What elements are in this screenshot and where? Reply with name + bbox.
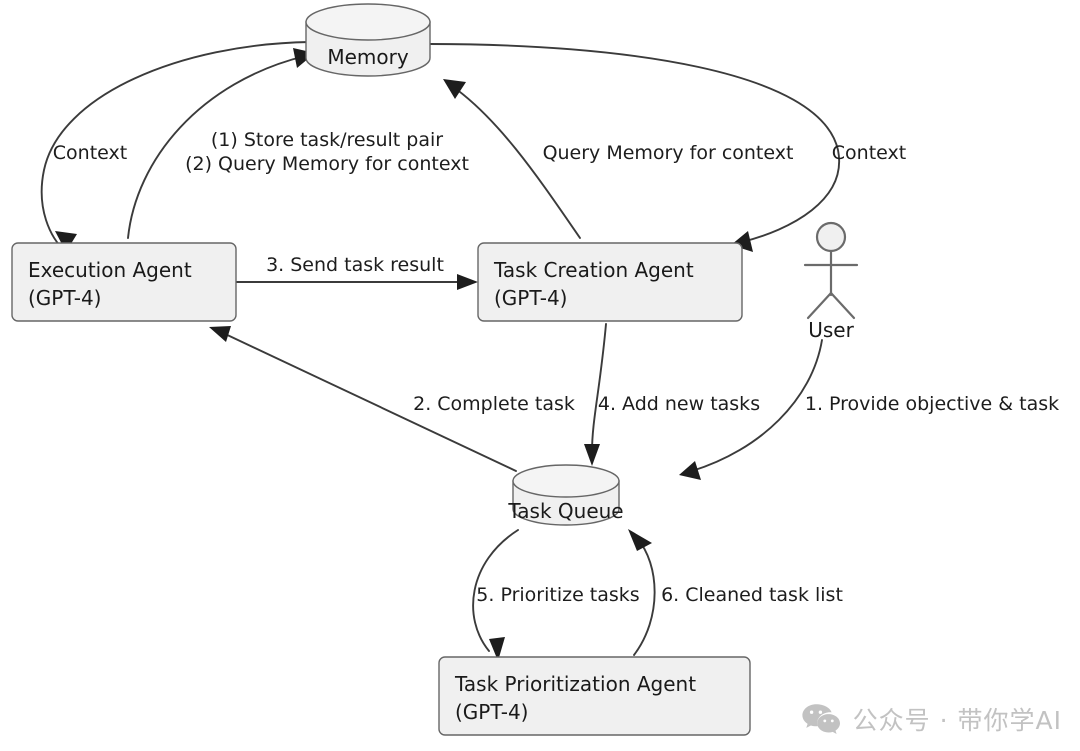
edge-memory-to-creation-path — [429, 43, 841, 243]
node-task-prioritization-agent-box — [438, 656, 751, 736]
edge-prioritization-to-queue-path — [633, 537, 656, 656]
edge-execution-to-creation — [235, 274, 478, 290]
node-user-actor[interactable]: User — [803, 221, 859, 342]
edge-execution-to-memory-path — [127, 55, 306, 239]
user-head-icon — [815, 221, 847, 253]
edge-label-user-to-queue: 1. Provide objective & task — [805, 393, 1059, 415]
node-memory[interactable]: Memory — [305, 3, 431, 77]
edge-creation-to-queue — [584, 323, 607, 466]
edge-queue-to-prioritization-arrowhead — [489, 637, 505, 661]
node-task-prioritization-agent-label-line2: (GPT-4) — [455, 700, 529, 724]
user-right-leg-icon — [829, 291, 856, 320]
node-memory-top — [305, 3, 431, 41]
edge-label-execution-to-creation: 3. Send task result — [266, 254, 444, 276]
edge-label-queue-to-prioritization: 5. Prioritize tasks — [476, 584, 639, 606]
node-task-creation-agent-label-line2: (GPT-4) — [494, 286, 568, 310]
edge-creation-to-memory-arrowhead — [443, 79, 466, 99]
edge-creation-to-queue-path — [591, 323, 607, 453]
edge-creation-to-queue-arrowhead — [584, 444, 600, 466]
user-left-leg-icon — [806, 291, 833, 320]
node-user-label: User — [808, 318, 854, 342]
node-execution-agent-label-line2: (GPT-4) — [28, 286, 102, 310]
edge-queue-to-execution-arrowhead — [209, 326, 231, 342]
node-task-prioritization-agent[interactable]: Task Prioritization Agent (GPT-4) — [438, 656, 751, 736]
edge-creation-to-memory-path — [451, 85, 581, 239]
edge-prioritization-to-queue — [628, 529, 656, 656]
edge-prioritization-to-queue-arrowhead — [628, 529, 652, 551]
edge-user-to-queue-path — [691, 339, 823, 472]
node-task-queue-label: Task Queue — [507, 499, 623, 523]
node-task-prioritization-agent-label-line1: Task Prioritization Agent — [454, 672, 696, 696]
node-task-queue-top — [512, 464, 620, 498]
edge-memory-to-execution-path — [40, 41, 311, 253]
edge-label-creation-to-queue: 4. Add new tasks — [598, 393, 760, 415]
edge-label-execution-to-memory-line2: (2) Query Memory for context — [185, 153, 469, 175]
node-memory-label: Memory — [327, 45, 409, 69]
node-task-creation-agent-box — [477, 242, 743, 322]
edge-memory-to-execution-arrowhead — [55, 231, 77, 252]
edge-label-prioritization-to-queue: 6. Cleaned task list — [661, 584, 843, 606]
edge-creation-to-memory — [443, 79, 581, 239]
edge-queue-to-prioritization-path — [472, 529, 519, 652]
node-execution-agent-box — [11, 242, 237, 322]
node-task-creation-agent-label-line1: Task Creation Agent — [493, 258, 694, 282]
edge-label-memory-to-execution: Context — [53, 142, 127, 164]
edge-queue-to-execution-path — [220, 331, 517, 472]
edge-memory-to-execution — [40, 41, 311, 253]
edge-label-memory-to-creation: Context — [832, 142, 906, 164]
edge-queue-to-prioritization — [472, 529, 519, 661]
edge-label-creation-to-memory: Query Memory for context — [543, 142, 794, 164]
edge-user-to-queue-arrowhead — [679, 461, 701, 480]
edge-label-execution-to-memory-line1: (1) Store task/result pair — [211, 129, 443, 151]
edge-execution-to-creation-arrowhead — [457, 274, 478, 290]
node-execution-agent-label-line1: Execution Agent — [28, 258, 192, 282]
node-task-queue[interactable]: Task Queue — [507, 464, 624, 526]
edge-user-to-queue — [679, 339, 823, 480]
edge-label-queue-to-execution: 2. Complete task — [413, 393, 575, 415]
node-task-creation-agent[interactable]: Task Creation Agent (GPT-4) — [477, 242, 743, 322]
node-execution-agent[interactable]: Execution Agent (GPT-4) — [11, 242, 237, 322]
edge-queue-to-execution — [209, 326, 517, 472]
